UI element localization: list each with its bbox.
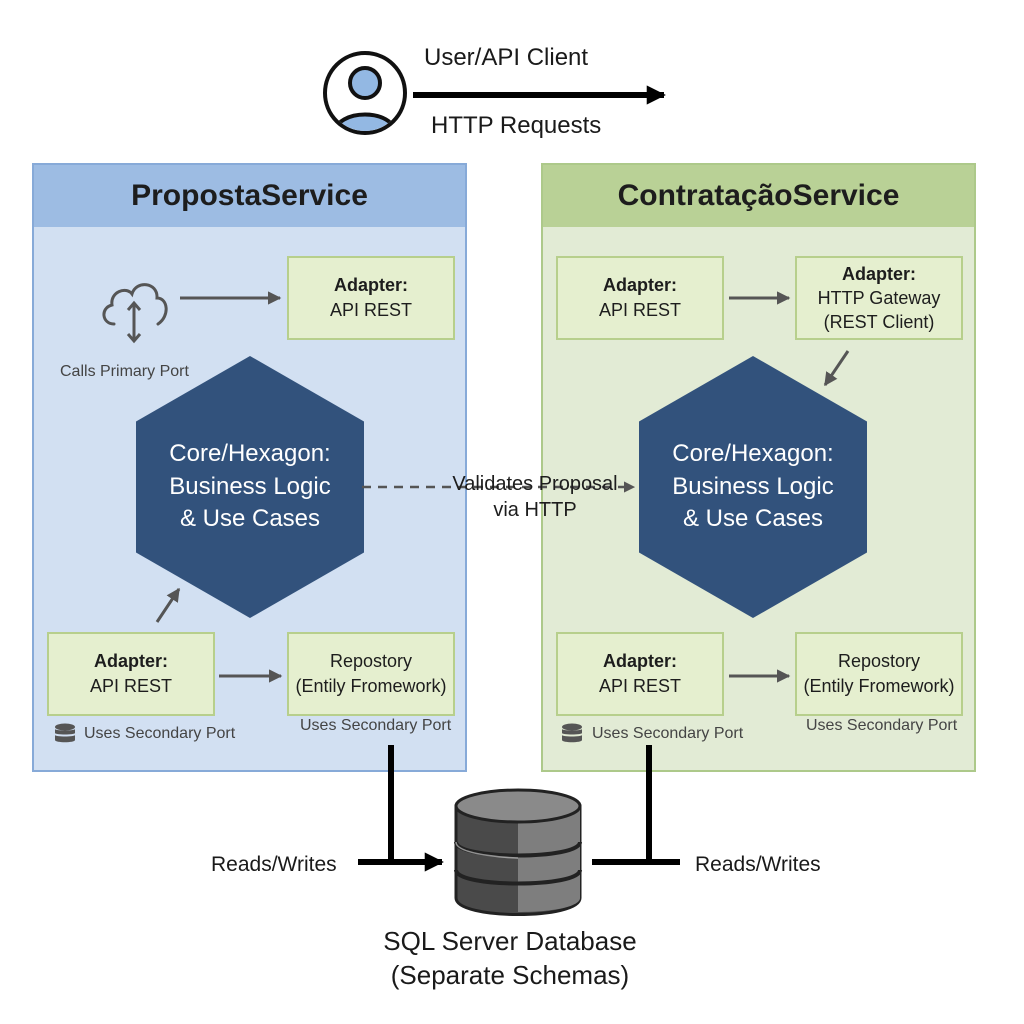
repository-subtitle: (Entily Fromework) — [295, 676, 447, 696]
contratacao-gateway-adapter: Adapter: HTTP Gateway (REST Client) — [795, 256, 963, 340]
contratacao-inbound-adapter: Adapter: API REST — [556, 256, 724, 340]
proposta-repository-box: Repostory (Entily Fromework) — [287, 632, 455, 716]
cross-service-line1: Validates Proposal — [452, 473, 618, 495]
contratacao-service-title: ContrataçãoService — [543, 165, 974, 227]
proposta-service-title: PropostaService — [34, 165, 465, 227]
adapter-subtitle: API REST — [598, 676, 682, 696]
repository-title: Repostory — [837, 650, 921, 671]
proposta-inbound-adapter: Adapter: API REST — [287, 256, 455, 340]
actor-label: User/API Client — [424, 44, 589, 71]
database-title: SQL Server Database (Separate Schemas) — [340, 925, 680, 993]
adapter-title: Adapter: — [602, 274, 677, 295]
repository-subtitle: (Entily Fromework) — [803, 676, 955, 696]
uses-secondary-port-caption: Uses Secondary Port — [84, 725, 236, 742]
cross-service-label: Validates Proposal via HTTP — [440, 471, 630, 523]
adapter-subtitle: API REST — [89, 676, 173, 696]
database-title-line1: SQL Server Database — [383, 926, 637, 956]
contratacao-secondary-adapter: Adapter: API REST — [556, 632, 724, 716]
repository-caption: Uses Secondary Port — [806, 717, 958, 734]
adapter-title: Adapter: — [602, 650, 677, 671]
gateway-line1: HTTP Gateway — [817, 287, 941, 308]
adapter-title: Adapter: — [841, 263, 916, 284]
core-label: Core/Hexagon: Business Logic & Use Cases — [672, 440, 834, 533]
uses-secondary-port-caption: Uses Secondary Port — [592, 725, 744, 742]
calls-primary-port-caption: Calls Primary Port — [60, 363, 189, 380]
adapter-title: Adapter: — [93, 650, 168, 671]
contratacao-repository-box: Repostory (Entily Fromework) — [795, 632, 963, 716]
user-icon — [323, 51, 407, 135]
proposta-secondary-adapter: Adapter: API REST — [47, 632, 215, 716]
database-cylinder-icon — [454, 788, 582, 916]
repository-title: Repostory — [329, 650, 413, 671]
database-icon — [55, 723, 75, 743]
core-label: Core/Hexagon: Business Logic & Use Cases — [169, 440, 331, 533]
adapter-subtitle: API REST — [329, 300, 413, 320]
left-reads-writes-label: Reads/Writes — [211, 853, 337, 876]
gateway-line2: (REST Client) — [823, 312, 935, 333]
adapter-title: Adapter: — [333, 274, 408, 295]
adapter-subtitle: API REST — [598, 300, 682, 320]
database-title-line2: (Separate Schemas) — [390, 959, 630, 990]
cloud-icon — [102, 283, 168, 344]
cross-service-line2: via HTTP — [493, 499, 577, 521]
right-reads-writes-label: Reads/Writes — [695, 853, 821, 876]
repository-caption: Uses Secondary Port — [300, 717, 452, 734]
database-icon — [562, 723, 582, 743]
http-requests-label: HTTP Requests — [431, 112, 602, 139]
